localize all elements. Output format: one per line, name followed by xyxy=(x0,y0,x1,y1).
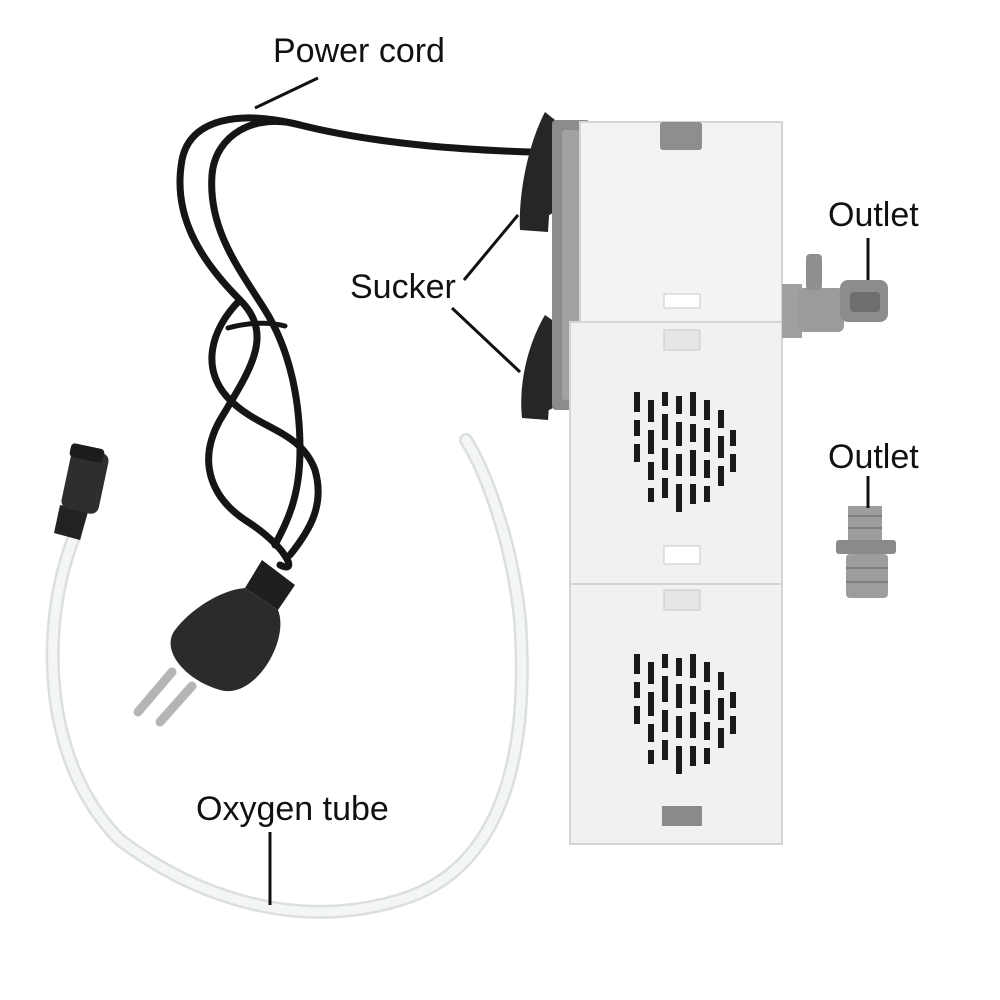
power-cord-leader xyxy=(254,76,319,110)
outlet-top-label: Outlet xyxy=(828,196,919,234)
sucker-label: Sucker xyxy=(350,268,456,306)
oxygen-tube xyxy=(45,433,529,919)
leader-lines xyxy=(254,76,870,905)
power-cord xyxy=(176,114,534,571)
outlet-nozzle xyxy=(782,254,888,338)
sucker-leader-lower xyxy=(450,306,522,374)
outlet-bottom-label: Outlet xyxy=(828,438,919,476)
filter-body xyxy=(569,121,783,845)
vent-slots-lower xyxy=(634,654,736,774)
plug xyxy=(133,560,295,727)
power-cord-label: Power cord xyxy=(273,32,445,70)
vent-slots-upper xyxy=(634,392,736,512)
sucker-leader-upper xyxy=(462,214,520,281)
outlet-fitting xyxy=(836,506,896,598)
oxygen-tube-label: Oxygen tube xyxy=(196,790,389,828)
